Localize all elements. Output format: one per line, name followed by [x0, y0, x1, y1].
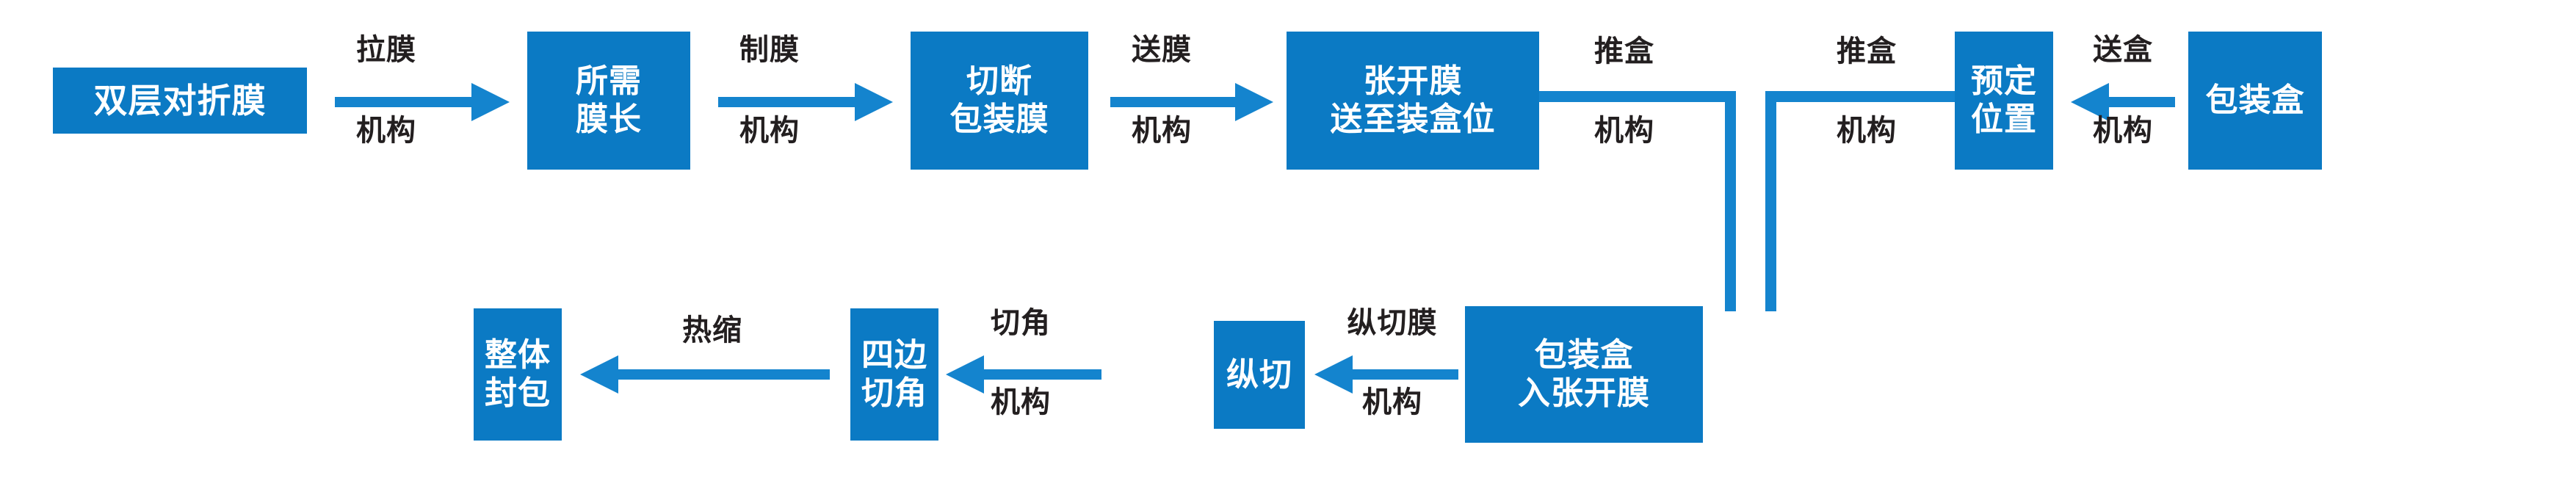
arrow-head: [2071, 83, 2109, 121]
connector-e4-horizontal: [1539, 91, 1736, 102]
arrow-head: [855, 83, 893, 121]
arrow-head: [946, 355, 984, 394]
node-line: 纵切: [1226, 356, 1292, 393]
edge-label-e8-bottom: 机构: [991, 386, 1051, 419]
edge-label-e3-bottom: 机构: [1132, 115, 1192, 147]
arrow-shaft: [980, 369, 1101, 380]
arrow-film-feeding-mechanism: [1110, 83, 1273, 121]
node-line: 双层对折膜: [93, 81, 267, 120]
edge-label-e2-top: 制膜: [739, 34, 800, 66]
edge-label-e5-top: 推盒: [1837, 35, 1897, 68]
arrow-shaft: [2105, 97, 2175, 107]
node-preset-position[interactable]: 预定 位置: [1955, 32, 2053, 170]
edge-label-e1-top: 拉膜: [356, 34, 416, 66]
arrow-shaft: [1110, 97, 1240, 107]
node-line: 预定: [1971, 63, 2037, 100]
node-box-enters-open-film[interactable]: 包装盒 入张开膜: [1465, 306, 1703, 443]
arrow-shaft: [335, 97, 476, 107]
node-cut-packaging-film[interactable]: 切断 包装膜: [911, 32, 1088, 170]
edge-label-e7-top: 纵切膜: [1347, 307, 1438, 339]
edge-label-e1-bottom: 机构: [356, 115, 416, 147]
edge-label-e6-bottom: 机构: [2093, 115, 2153, 147]
edge-label-e9-top: 热缩: [682, 314, 742, 347]
arrow-corner-cut-mechanism: [946, 355, 1101, 394]
connector-e4-vertical: [1725, 91, 1736, 311]
edge-label-e4-top: 推盒: [1594, 35, 1654, 68]
arrow-head: [580, 355, 618, 394]
node-line: 位置: [1971, 101, 2037, 137]
node-line: 送至装盒位: [1330, 101, 1496, 137]
node-line: 入张开膜: [1518, 375, 1650, 411]
node-open-film-send-to-boxing-position[interactable]: 张开膜 送至装盒位: [1287, 32, 1539, 170]
arrow-head: [1235, 83, 1273, 121]
edge-label-e5-bottom: 机构: [1837, 115, 1897, 147]
node-required-film-length[interactable]: 所需 膜长: [527, 32, 690, 170]
node-line: 封包: [485, 375, 551, 411]
node-double-layer-folded-film[interactable]: 双层对折膜: [53, 68, 307, 134]
arrow-film-making-mechanism: [718, 83, 893, 121]
arrow-head: [1314, 355, 1353, 394]
node-line: 切角: [861, 375, 927, 411]
edge-label-e4-bottom: 机构: [1594, 115, 1654, 147]
node-packaging-box[interactable]: 包装盒: [2188, 32, 2322, 170]
edge-label-e7-bottom: 机构: [1362, 386, 1422, 419]
connector-e5-horizontal: [1765, 91, 1956, 102]
edge-label-e6-top: 送盒: [2093, 34, 2153, 66]
edge-label-e8-top: 切角: [991, 307, 1051, 339]
node-line: 切断: [966, 63, 1032, 100]
node-line: 所需: [576, 63, 642, 100]
arrow-shaft: [1348, 369, 1458, 380]
arrow-longitudinal-cut-film-mechanism: [1314, 355, 1458, 394]
node-line: 膜长: [576, 101, 642, 137]
arrow-shaft: [614, 369, 830, 380]
edge-label-e2-bottom: 机构: [739, 115, 800, 147]
arrow-head: [471, 83, 510, 121]
node-overall-sealing[interactable]: 整体 封包: [474, 308, 562, 441]
node-longitudinal-cut[interactable]: 纵切: [1214, 321, 1305, 429]
arrow-shaft: [718, 97, 859, 107]
node-line: 包装盒: [1534, 337, 1634, 374]
arrow-pull-film-mechanism: [335, 83, 510, 121]
arrow-box-feeding-mechanism: [2071, 83, 2175, 121]
node-line: 包装盒: [2205, 82, 2305, 119]
node-line: 张开膜: [1363, 63, 1463, 100]
node-line: 整体: [485, 337, 551, 374]
arrow-heat-shrink: [580, 355, 830, 394]
node-four-side-corner-cut[interactable]: 四边 切角: [850, 308, 938, 441]
connector-e5-vertical: [1765, 91, 1776, 311]
edge-label-e3-top: 送膜: [1132, 34, 1192, 66]
node-line: 四边: [861, 337, 927, 374]
node-line: 包装膜: [949, 101, 1049, 137]
